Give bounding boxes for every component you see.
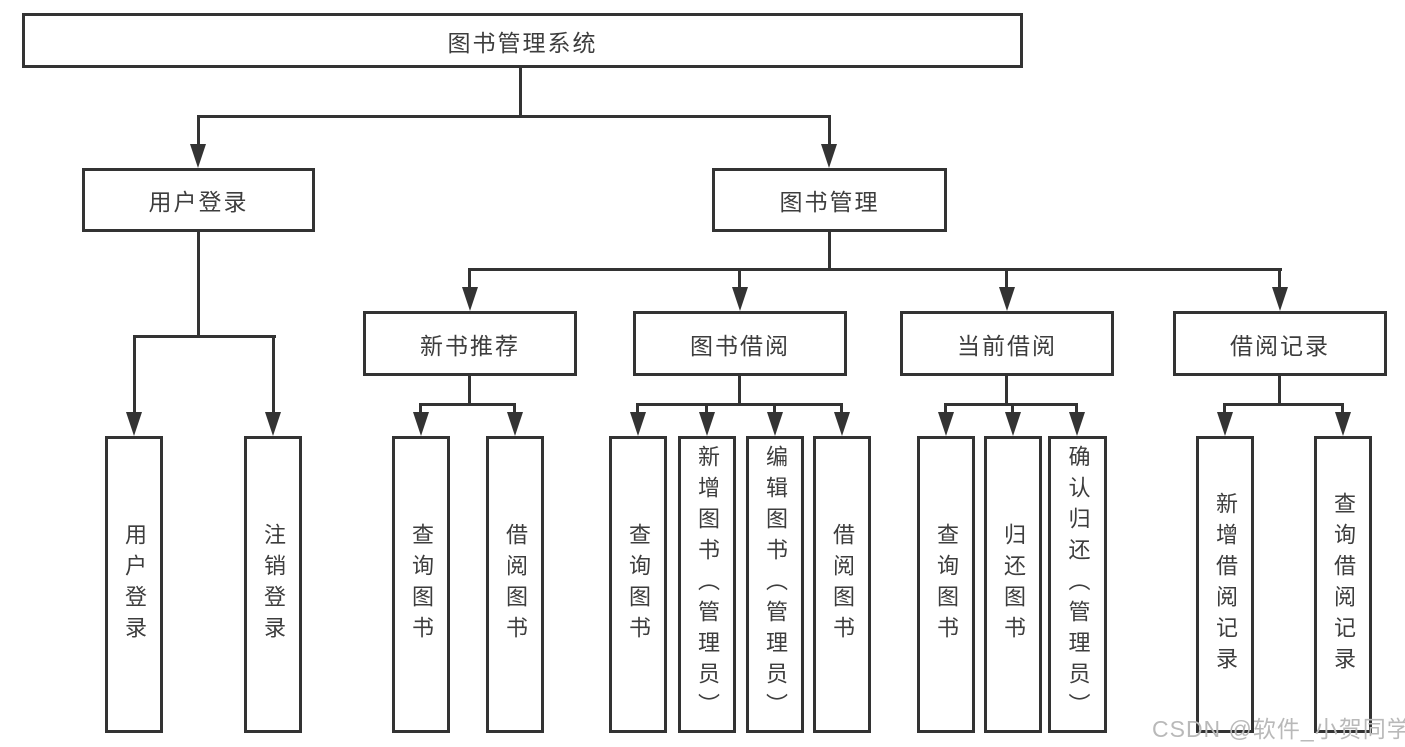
leaf-edit-books-admin: 编辑图书（管理员） — [746, 436, 804, 733]
connector-line — [705, 403, 708, 412]
connector-line — [944, 403, 947, 412]
connector-line — [840, 403, 843, 412]
connector-line — [419, 403, 516, 406]
connector-line — [1341, 403, 1344, 412]
arrowhead-down-icon — [732, 287, 748, 311]
connector-line — [468, 268, 471, 287]
leaf-label: 编辑图书（管理员） — [763, 445, 788, 724]
leaf-confirm-return-admin: 确认归还（管理员） — [1048, 436, 1107, 733]
leaf-query-borrow-record: 查询借阅记录 — [1314, 436, 1372, 733]
leaf-return-books: 归还图书 — [984, 436, 1042, 733]
node-book-management: 图书管理 — [712, 168, 947, 232]
leaf-label: 借阅图书 — [503, 522, 528, 647]
leaf-logout: 注销登录 — [244, 436, 302, 733]
connector-line — [828, 115, 831, 144]
leaf-label: 注销登录 — [261, 522, 286, 647]
leaf-label: 查询图书 — [934, 522, 959, 647]
arrowhead-down-icon — [413, 412, 429, 436]
arrowhead-down-icon — [190, 144, 206, 168]
leaf-label: 新增借阅记录 — [1213, 491, 1238, 678]
connector-line — [197, 232, 200, 338]
connector-line — [828, 232, 831, 271]
arrowhead-down-icon — [462, 287, 478, 311]
arrowhead-down-icon — [126, 412, 142, 436]
leaf-label: 查询图书 — [626, 522, 651, 647]
node-current-borrowing: 当前借阅 — [900, 311, 1114, 376]
connector-line — [1005, 376, 1008, 405]
leaf-label: 查询借阅记录 — [1331, 491, 1356, 678]
connector-line — [636, 403, 843, 406]
connector-line — [738, 376, 741, 405]
connector-line — [1223, 403, 1226, 412]
node-new-book-recommendation: 新书推荐 — [363, 311, 577, 376]
arrowhead-down-icon — [630, 412, 646, 436]
connector-line — [773, 403, 776, 412]
connector-line — [519, 68, 522, 115]
leaf-query-books-recommend: 查询图书 — [392, 436, 450, 733]
arrowhead-down-icon — [999, 287, 1015, 311]
connector-line — [1011, 403, 1014, 412]
leaf-label: 确认归还（管理员） — [1065, 445, 1091, 724]
leaf-label: 借阅图书 — [830, 522, 855, 647]
leaf-query-books-borrowing: 查询图书 — [609, 436, 667, 733]
leaf-label: 新增图书（管理员） — [695, 445, 720, 724]
arrowhead-down-icon — [767, 412, 783, 436]
connector-line — [1278, 376, 1281, 405]
leaf-label: 用户登录 — [122, 522, 147, 647]
arrowhead-down-icon — [1005, 412, 1021, 436]
leaf-label: 归还图书 — [1001, 522, 1026, 647]
connector-line — [197, 115, 831, 118]
connector-line — [1005, 268, 1008, 287]
node-borrowing-records: 借阅记录 — [1173, 311, 1387, 376]
connector-line — [419, 403, 422, 412]
watermark-text: CSDN @软件_小贺同学 — [1152, 716, 1405, 742]
connector-line — [636, 403, 639, 412]
arrowhead-down-icon — [1335, 412, 1351, 436]
connector-line — [513, 403, 516, 412]
connector-line — [738, 268, 741, 287]
leaf-borrow-books-recommend: 借阅图书 — [486, 436, 544, 733]
connector-line — [197, 115, 200, 144]
arrowhead-down-icon — [821, 144, 837, 168]
node-book-borrowing: 图书借阅 — [633, 311, 847, 376]
connector-line — [468, 268, 1282, 271]
leaf-borrow-books-borrowing: 借阅图书 — [813, 436, 871, 733]
connector-line — [1278, 268, 1281, 287]
node-user-login: 用户登录 — [82, 168, 315, 232]
leaf-query-books-current: 查询图书 — [917, 436, 975, 733]
arrowhead-down-icon — [1272, 287, 1288, 311]
arrowhead-down-icon — [265, 412, 281, 436]
arrowhead-down-icon — [834, 412, 850, 436]
arrowhead-down-icon — [938, 412, 954, 436]
leaf-user-login: 用户登录 — [105, 436, 163, 733]
connector-line — [468, 376, 471, 405]
connector-line — [133, 335, 136, 412]
arrowhead-down-icon — [507, 412, 523, 436]
arrowhead-down-icon — [1069, 412, 1085, 436]
node-root: 图书管理系统 — [22, 13, 1023, 68]
leaf-label: 查询图书 — [409, 522, 434, 647]
arrowhead-down-icon — [1217, 412, 1233, 436]
connector-line — [272, 335, 275, 412]
connector-line — [1075, 403, 1078, 412]
connector-line — [133, 335, 276, 338]
connector-line — [1223, 403, 1344, 406]
leaf-add-borrow-record: 新增借阅记录 — [1196, 436, 1254, 733]
arrowhead-down-icon — [699, 412, 715, 436]
leaf-add-books-admin: 新增图书（管理员） — [678, 436, 736, 733]
